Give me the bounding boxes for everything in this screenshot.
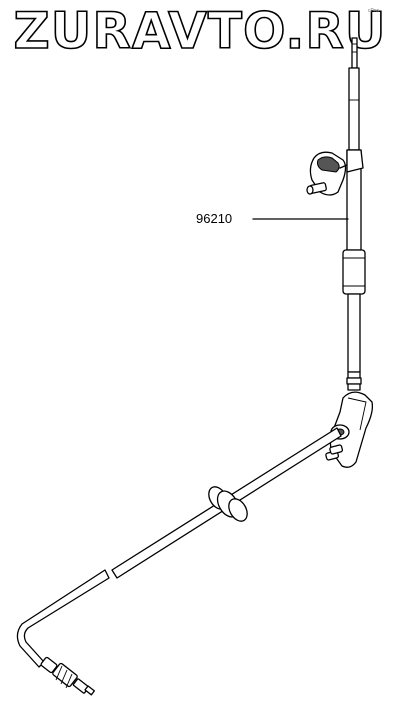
mast-tip — [351, 37, 358, 69]
coax-connector — [40, 656, 96, 696]
mast-upper-rod — [348, 67, 360, 151]
coax-cable — [16, 427, 342, 668]
callout-96210: 96210 — [196, 211, 349, 226]
mast-ribbed-joint — [346, 371, 362, 391]
antenna-mast — [342, 37, 366, 391]
cable-grommet — [208, 486, 248, 522]
corner-mark: cPns — [368, 8, 380, 14]
part-number-label: 96210 — [196, 211, 232, 226]
mast-sleeve — [342, 249, 366, 295]
watermark-text: ZURAVTO.RU — [14, 2, 387, 60]
cable-lower-segment — [16, 569, 110, 668]
upper-mount-bracket — [306, 149, 364, 196]
mast-lower-rod — [347, 293, 361, 373]
lower-mount-bracket — [325, 391, 374, 468]
